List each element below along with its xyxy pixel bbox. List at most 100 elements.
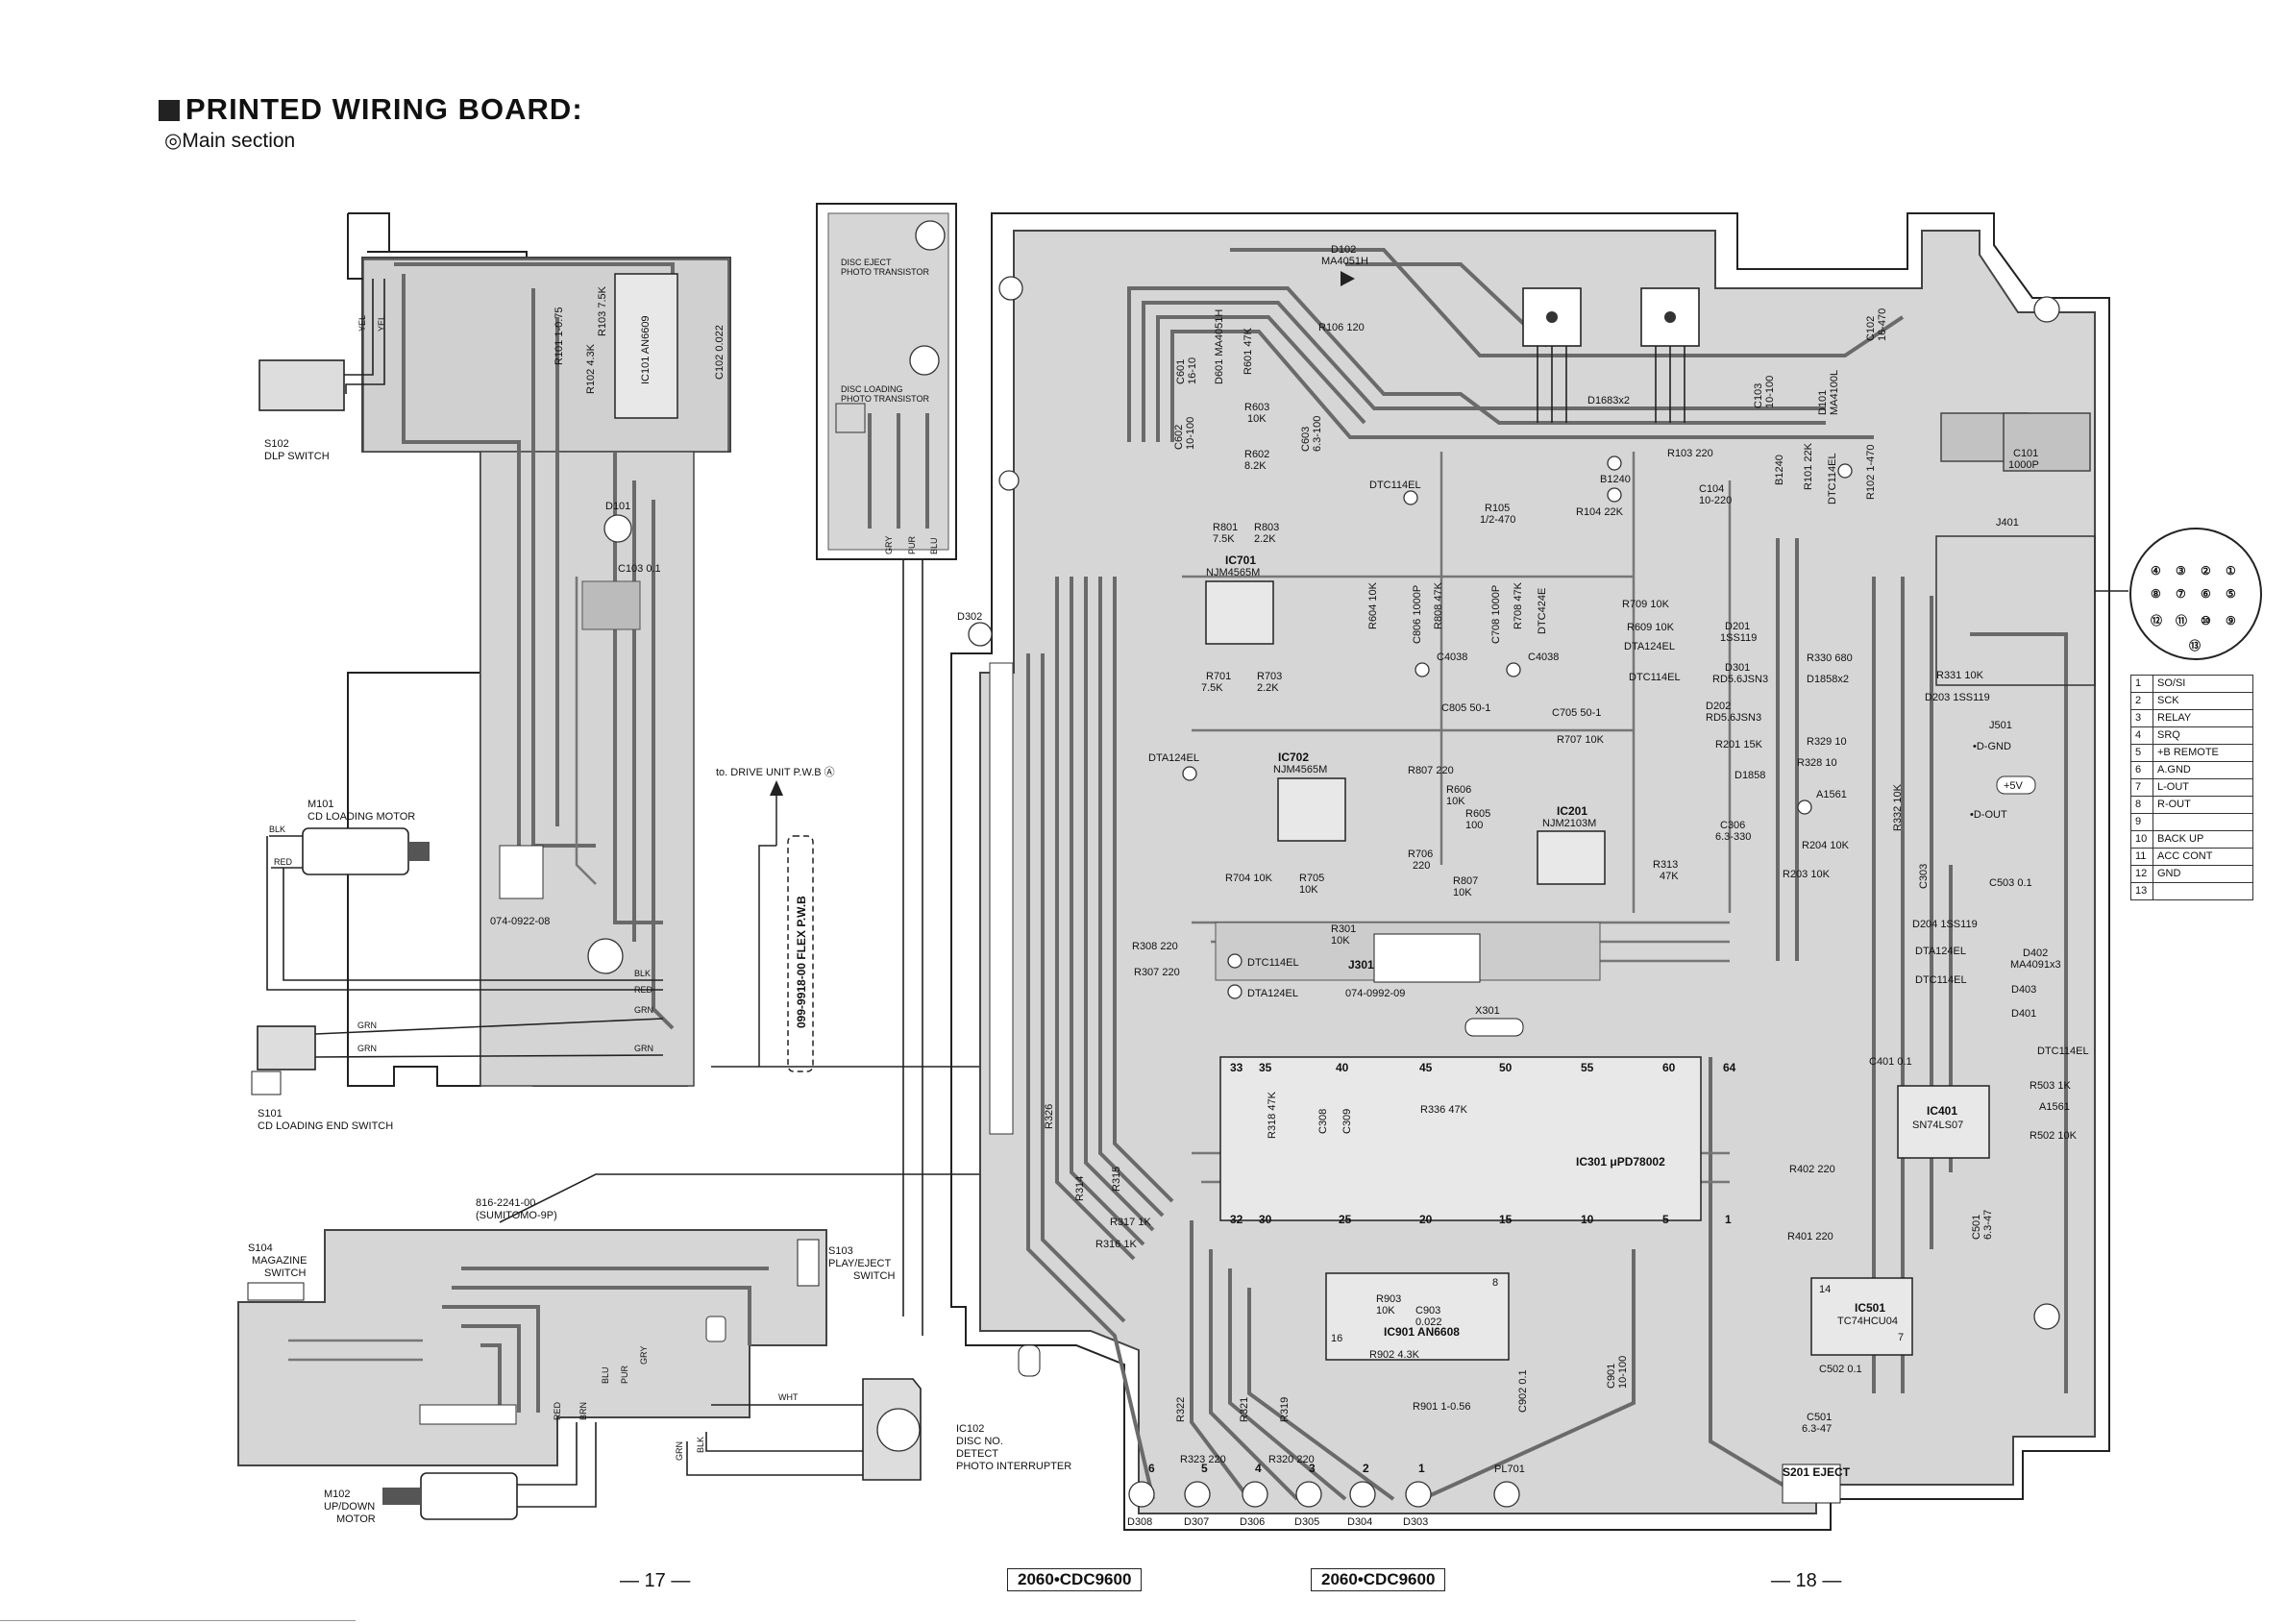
d304-label: D304 — [1347, 1516, 1372, 1528]
ic401-label: IC401 — [1927, 1104, 1957, 1118]
eject-phototransistor-icon — [915, 220, 946, 251]
ic101-label: IC101 AN6609 — [640, 315, 652, 384]
c903-label: C903 — [1415, 1305, 1440, 1316]
d307-label: D307 — [1184, 1516, 1209, 1528]
pin-number: 7 — [2130, 778, 2153, 797]
mount-hole-br — [2033, 1303, 2060, 1330]
pin-row: 5+B REMOTE — [2130, 744, 2253, 762]
d402-part: MA4091x3 — [2010, 959, 2061, 971]
c4038-b-pad — [1506, 662, 1521, 677]
s201-eject-switch[interactable] — [1782, 1464, 1841, 1504]
m101-name: CD LOADING MOTOR — [308, 811, 415, 823]
m102-motor-body — [420, 1472, 518, 1520]
main-c102-label: C102 — [1865, 316, 1877, 341]
din-pin-11: ⑪ — [2176, 613, 2187, 627]
s103-switch-body — [797, 1239, 820, 1287]
c4038-b-label: C4038 — [1528, 652, 1559, 663]
d305-label: D305 — [1294, 1516, 1319, 1528]
pin-number: 11 — [2130, 848, 2153, 866]
led-3-label: 3 — [1309, 1462, 1316, 1475]
gry-wire: GRY — [884, 536, 894, 554]
c501-label: C501 — [1971, 1215, 1982, 1240]
r601-label: R601 47K — [1242, 327, 1254, 375]
c901-label: C901 — [1606, 1364, 1617, 1389]
din-pin-7: ⑦ — [2176, 587, 2186, 601]
led-6-label: 6 — [1148, 1462, 1155, 1475]
r704-label: R704 10K — [1225, 873, 1273, 884]
slot — [835, 403, 866, 433]
r807b-label: R807 — [1453, 875, 1478, 887]
d302-led-icon — [968, 622, 993, 647]
dtc114el-2-label: DTC114EL — [1369, 480, 1421, 491]
d306-label: D306 — [1240, 1516, 1265, 1528]
d204-label: D204 1SS119 — [1912, 919, 1978, 930]
ic901-chip — [1325, 1272, 1510, 1361]
brn-wire: BRN — [578, 1402, 588, 1420]
mount-slot-bl — [1018, 1344, 1041, 1377]
dta124el-3-pad — [1227, 984, 1242, 999]
pin-30: 30 — [1259, 1213, 1272, 1226]
r313-label: R313 — [1653, 859, 1678, 871]
drive-unit-label: to. DRIVE UNIT P.W.B Ⓐ — [716, 766, 835, 778]
ic201-part: NJM2103M — [1542, 818, 1596, 829]
pin-signal: RELAY — [2153, 709, 2253, 727]
led-d303-icon — [1405, 1481, 1432, 1508]
s102-label: S102 — [264, 438, 289, 450]
x301-crystal — [1464, 1018, 1524, 1037]
loading-label-2: PHOTO TRANSISTOR — [841, 394, 930, 404]
r315-label: R315 — [1111, 1167, 1122, 1192]
main-c104-value: 10-220 — [1699, 495, 1732, 506]
x301-label: X301 — [1475, 1005, 1500, 1017]
regulator-1-hole — [1546, 311, 1558, 323]
pin-1: 1 — [1725, 1213, 1732, 1226]
plus5v-label: +5V — [2004, 780, 2024, 792]
c308-label: C308 — [1317, 1109, 1329, 1134]
s103-name-2: SWITCH — [853, 1270, 895, 1282]
s101-switch-body — [257, 1025, 316, 1070]
c4038-a-pad — [1415, 662, 1430, 677]
d201-label: D201 — [1725, 621, 1750, 632]
led-5-label: 5 — [1201, 1462, 1208, 1475]
d1858-2-label: D1858 — [1734, 770, 1765, 781]
r807b-value: 10K — [1453, 887, 1472, 898]
connector-label: 074-0922-08 — [490, 916, 550, 927]
main-r105-value: 1/2-470 — [1480, 514, 1515, 526]
r313-value: 47K — [1660, 871, 1679, 882]
transistor-pad-3 — [1607, 455, 1622, 471]
dgnd-label: •D-GND — [1973, 741, 2011, 752]
blu-wire: BLU — [601, 1366, 610, 1384]
r606-label: R606 — [1446, 784, 1471, 796]
r301-label: R301 — [1331, 923, 1356, 935]
eject-label: DISC EJECT — [841, 258, 892, 267]
ic401-part: SN74LS07 — [1912, 1120, 1963, 1131]
d102-diode-icon — [1341, 271, 1355, 286]
bottom-rule — [0, 1620, 356, 1621]
d403-label: D403 — [2011, 984, 2036, 996]
m101-blk-wire: BLK — [269, 824, 285, 834]
din-pin-1: ① — [2226, 564, 2236, 578]
j501-label: J501 — [1989, 720, 2012, 731]
j301-label: J301 — [1348, 958, 1374, 972]
pin-32: 32 — [1230, 1213, 1243, 1226]
d1683-label: D1683x2 — [1587, 395, 1630, 406]
s102-name: DLP SWITCH — [264, 451, 330, 462]
b1240-a-label: B1240 — [1774, 455, 1785, 485]
wht-wire: WHT — [778, 1392, 799, 1402]
d1858-label: D1858x2 — [1807, 674, 1849, 685]
pin-45: 45 — [1419, 1061, 1433, 1074]
m102-label: M102 — [324, 1489, 351, 1500]
page-number-right: — 18 — — [1771, 1570, 1842, 1591]
d402-label: D402 — [2023, 947, 2048, 959]
bottom-board-pcb — [237, 1229, 827, 1466]
c502-label: C502 0.1 — [1819, 1364, 1862, 1375]
square-bullet-icon — [159, 100, 180, 121]
led-4-label: 4 — [1255, 1462, 1262, 1475]
r323-label: R323 220 — [1180, 1454, 1226, 1465]
s104-name-1: MAGAZINE — [252, 1255, 307, 1267]
pin-number: 9 — [2130, 813, 2153, 831]
r320-label: R320 220 — [1268, 1454, 1315, 1465]
dta124el-1-label: DTA124EL — [1624, 641, 1675, 652]
led-2-label: 2 — [1363, 1462, 1369, 1475]
